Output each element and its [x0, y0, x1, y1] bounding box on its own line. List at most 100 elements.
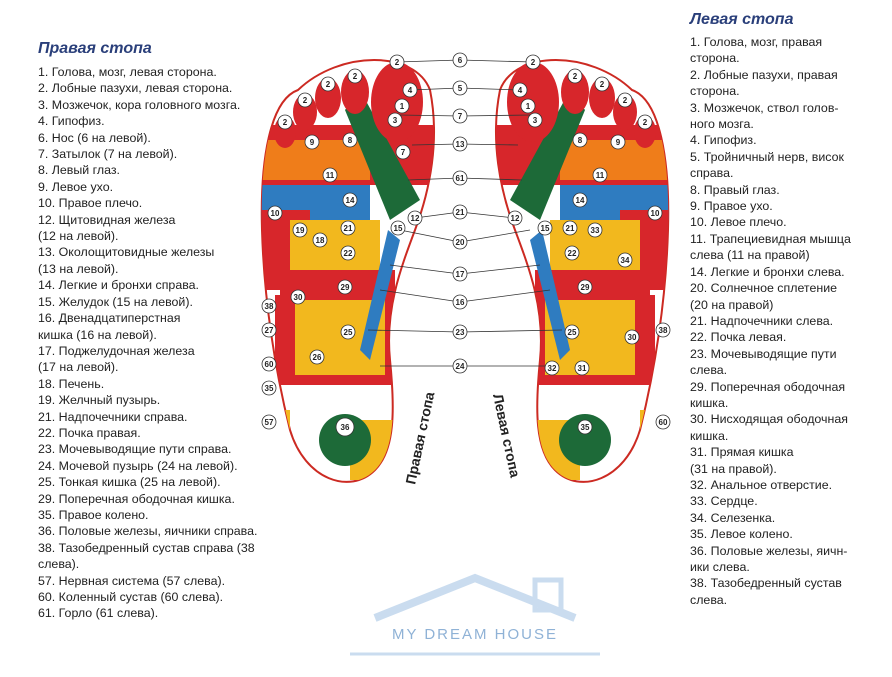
svg-text:6: 6	[458, 56, 463, 65]
svg-text:8: 8	[578, 136, 583, 145]
svg-text:16: 16	[456, 298, 465, 307]
left-foot-badge: 10	[648, 206, 662, 220]
left-foot-badge: 30	[625, 330, 639, 344]
svg-text:1: 1	[400, 102, 405, 111]
left-legend-item: 10. Левое плечо.	[690, 214, 885, 230]
svg-text:31: 31	[578, 364, 587, 373]
right-legend-item: 36. Половые железы, яичники справа.	[38, 523, 288, 539]
svg-text:24: 24	[456, 362, 465, 371]
svg-text:22: 22	[344, 249, 353, 258]
center-badge: 17	[453, 267, 467, 281]
svg-text:25: 25	[568, 328, 577, 337]
left-foot-badge: 21	[563, 221, 577, 235]
right-foot-badge: 22	[341, 246, 355, 260]
left-foot-badge: 1	[521, 99, 535, 113]
right-foot-side-badge: 27	[262, 323, 276, 337]
right-foot-badge: 2	[298, 93, 312, 107]
left-legend-item: 30. Нисходящая ободочная кишка.	[690, 411, 885, 444]
svg-text:20: 20	[456, 238, 465, 247]
center-badge: 13	[453, 137, 467, 151]
svg-text:4: 4	[408, 86, 413, 95]
left-foot-badge: 15	[538, 221, 552, 235]
svg-text:11: 11	[326, 171, 335, 180]
left-foot-badge: 2	[618, 93, 632, 107]
svg-text:2: 2	[353, 72, 358, 81]
svg-text:9: 9	[310, 138, 315, 147]
right-foot-badge: 19	[293, 223, 307, 237]
left-foot-badge: 14	[573, 193, 587, 207]
right-legend-item: 61. Горло (61 слева).	[38, 605, 288, 621]
center-badge: 24	[453, 359, 467, 373]
svg-text:35: 35	[581, 423, 590, 432]
svg-text:27: 27	[265, 326, 274, 335]
left-foot-badge: 32	[545, 361, 559, 375]
left-legend-item: 23. Мочевыводящие пути слева.	[690, 346, 885, 379]
left-legend-item: 33. Сердце.	[690, 493, 885, 509]
leader-line	[460, 212, 515, 218]
left-foot-badge: 4	[513, 83, 527, 97]
svg-text:2: 2	[573, 72, 578, 81]
svg-text:18: 18	[316, 236, 325, 245]
right-foot-badge: 14	[343, 193, 357, 207]
left-legend-item: 20. Солнечное сплетение (20 на правой)	[690, 280, 885, 313]
right-legend-item: 57. Нервная система (57 слева).	[38, 573, 288, 589]
svg-text:2: 2	[531, 58, 536, 67]
left-foot-badge: 33	[588, 223, 602, 237]
left-foot-side-badge: 35	[578, 420, 592, 434]
right-legend-item: 60. Коленный сустав (60 слева).	[38, 589, 288, 605]
right-foot-badge: 7	[396, 145, 410, 159]
left-legend-item: 5. Тройничный нерв, висок справа.	[690, 149, 885, 182]
svg-text:29: 29	[341, 283, 350, 292]
svg-text:30: 30	[294, 293, 303, 302]
left-foot-badge: 8	[573, 133, 587, 147]
right-foot-badge: 1	[395, 99, 409, 113]
center-badge: 7	[453, 109, 467, 123]
svg-text:17: 17	[456, 270, 465, 279]
left-legend-item: 2. Лобные пазухи, правая сторона.	[690, 67, 885, 100]
right-foot-label: Правая стопа	[402, 390, 437, 485]
svg-text:30: 30	[628, 333, 637, 342]
svg-text:2: 2	[600, 80, 605, 89]
left-legend-item: 11. Трапециевидная мышца слева (11 на пр…	[690, 231, 885, 264]
svg-text:32: 32	[548, 364, 557, 373]
right-foot-badge: 25	[341, 325, 355, 339]
svg-text:34: 34	[621, 256, 630, 265]
right-foot-side-badge: 35	[262, 381, 276, 395]
svg-text:57: 57	[265, 418, 274, 427]
svg-text:12: 12	[411, 214, 420, 223]
left-legend-item: 35. Левое колено.	[690, 526, 885, 542]
svg-text:25: 25	[344, 328, 353, 337]
svg-text:10: 10	[271, 209, 280, 218]
svg-text:21: 21	[344, 224, 353, 233]
svg-text:2: 2	[326, 80, 331, 89]
svg-text:60: 60	[265, 360, 274, 369]
right-legend-item: 38. Тазобедренный сустав справа (38 слев…	[38, 540, 288, 573]
right-foot-badge: 2	[321, 77, 335, 91]
svg-text:2: 2	[395, 58, 400, 67]
svg-text:4: 4	[518, 86, 523, 95]
left-foot-badge: 2	[568, 69, 582, 83]
left-legend-item: 21. Надпочечники слева.	[690, 313, 885, 329]
center-badge: 23	[453, 325, 467, 339]
left-foot-badge: 31	[575, 361, 589, 375]
right-foot-title: Правая стопа	[38, 40, 152, 58]
left-foot-badge: 29	[578, 280, 592, 294]
left-legend-item: 31. Прямая кишка (31 на правой).	[690, 444, 885, 477]
right-foot-badge: 11	[323, 168, 337, 182]
left-legend-item: 9. Правое ухо.	[690, 198, 885, 214]
left-foot-badge: 11	[593, 168, 607, 182]
foot-reflexology-diagram: 6571361212017162324222221438911141012715…	[250, 30, 680, 510]
left-legend-item: 22. Почка левая.	[690, 329, 885, 345]
svg-text:14: 14	[346, 196, 355, 205]
left-foot-badge: 9	[611, 135, 625, 149]
right-foot-side-badge: 60	[262, 357, 276, 371]
right-foot-badge: 2	[348, 69, 362, 83]
svg-text:21: 21	[566, 224, 575, 233]
right-foot-badge: 3	[388, 113, 402, 127]
left-foot-badge: 12	[508, 211, 522, 225]
left-legend-item: 14. Легкие и бронхи слева.	[690, 264, 885, 280]
svg-text:14: 14	[576, 196, 585, 205]
svg-text:36: 36	[341, 423, 350, 432]
center-badge: 61	[453, 171, 467, 185]
left-legend-item: 1. Голова, мозг, правая сторона.	[690, 34, 885, 67]
